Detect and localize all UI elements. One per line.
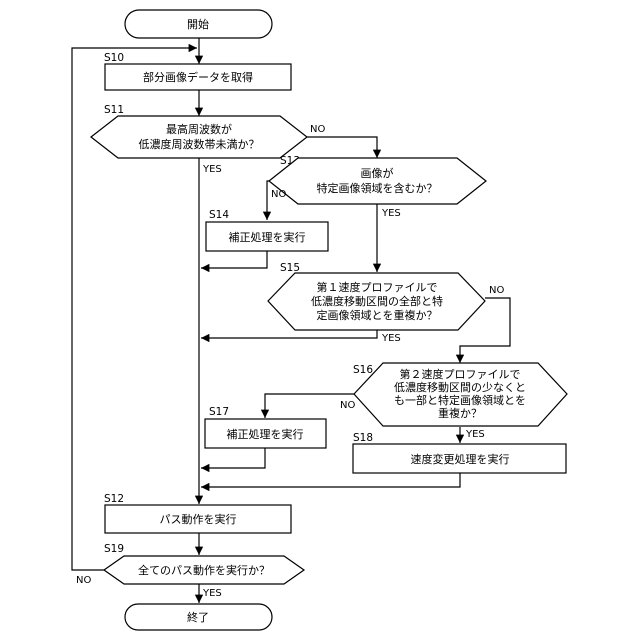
start-label: 開始 <box>187 17 209 31</box>
decision-s15-id: S15 <box>280 262 300 274</box>
decision-s16-line3: も一部と特定画像領域とを <box>394 393 526 407</box>
decision-s15: S15 第１速度プロファイルで 低濃度移動区間の全部と特 定画像領域とを重複か？… <box>268 262 504 344</box>
decision-s16: S16 第２速度プロファイルで 低濃度移動区間の少なくと も一部と特定画像領域と… <box>340 363 567 440</box>
decision-s13-no-label: NO <box>271 189 286 200</box>
decision-s11-line1: 最高周波数が <box>166 122 232 136</box>
step-s18-label: 速度変更処理を実行 <box>411 452 510 466</box>
step-s17-label: 補正処理を実行 <box>227 427 304 441</box>
flow-s14-to-merge <box>201 251 267 268</box>
decision-s19-label: 全てのパス動作を実行か？ <box>138 563 270 577</box>
decision-s19: S19 全てのパス動作を実行か？ NO YES <box>76 543 304 599</box>
step-s14-id: S14 <box>209 209 229 221</box>
flow-s13-no-to-s14 <box>267 181 269 220</box>
flow-s15-yes-to-merge <box>201 330 377 338</box>
flow-s17-to-merge <box>201 448 265 468</box>
step-s12-label: パス動作を実行 <box>160 512 237 526</box>
step-s10-id: S10 <box>104 52 124 64</box>
decision-s19-yes-label: YES <box>202 588 222 599</box>
step-s12-id: S12 <box>104 493 124 505</box>
decision-s19-no-label: NO <box>76 575 91 586</box>
decision-s13-line1: 画像が <box>361 166 394 180</box>
decision-s19-id: S19 <box>104 543 124 555</box>
decision-s11-line2: 低濃度周波数帯未満か？ <box>139 137 260 151</box>
decision-s16-line4: 重複か？ <box>438 406 482 420</box>
decision-s16-yes-label: YES <box>465 429 485 440</box>
decision-s15-no-label: NO <box>489 285 504 296</box>
decision-s13-yes-label: YES <box>381 208 401 219</box>
decision-s11-id: S11 <box>104 104 124 116</box>
decision-s15-line1: 第１速度プロファイルで <box>317 280 438 294</box>
decision-s16-no-label: NO <box>340 400 355 411</box>
step-s12: S12 パス動作を実行 <box>104 493 291 533</box>
decision-s16-id: S16 <box>353 364 373 376</box>
step-s14-label: 補正処理を実行 <box>229 230 306 244</box>
decision-s11-no-label: NO <box>310 124 325 135</box>
step-s10: S10 部分画像データを取得 <box>104 52 291 90</box>
start-terminal: 開始 <box>125 10 272 38</box>
decision-s15-line2: 低濃度移動区間の全部と特 <box>311 294 443 308</box>
decision-s11-yes-label: YES <box>202 164 222 175</box>
decision-s15-yes-label: YES <box>381 333 401 344</box>
flow-s18-to-merge <box>201 473 460 487</box>
decision-s15-line3: 定画像領域とを重複か？ <box>317 308 438 322</box>
end-label: 終了 <box>187 610 209 624</box>
step-s10-label: 部分画像データを取得 <box>143 70 253 84</box>
step-s18-id: S18 <box>353 432 373 444</box>
decision-s13-line2: 特定画像領域を含むか？ <box>317 181 438 195</box>
flow-s11-no-to-s13 <box>307 137 377 158</box>
end-terminal: 終了 <box>125 604 272 630</box>
decision-s16-line2: 低濃度移動区間の少なくと <box>394 380 526 394</box>
step-s17-id: S17 <box>209 406 229 418</box>
decision-s16-line1: 第２速度プロファイルで <box>400 367 521 381</box>
